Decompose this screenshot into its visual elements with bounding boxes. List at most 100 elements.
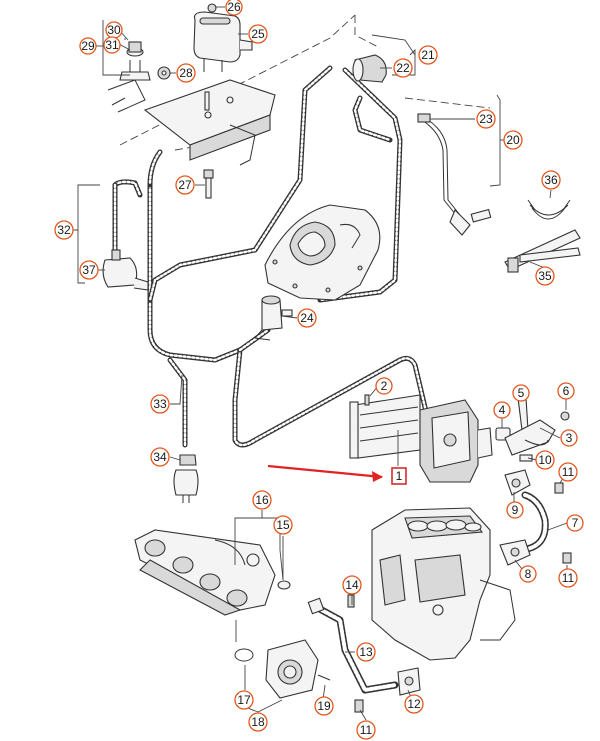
callout-11-b: 11 — [558, 568, 578, 588]
svg-text:11: 11 — [562, 571, 575, 585]
arrow-head-icon — [372, 471, 383, 482]
svg-text:21: 21 — [421, 48, 435, 62]
gaskets — [234, 580, 291, 662]
vacuum-filter — [352, 54, 387, 83]
leader-lines — [72, 6, 568, 721]
svg-text:12: 12 — [407, 697, 421, 711]
callout-32: 32 — [54, 220, 74, 240]
callout-28: 28 — [176, 63, 196, 83]
callout-13: 13 — [356, 642, 376, 662]
egr-pipe — [307, 594, 421, 713]
svg-text:32: 32 — [57, 223, 71, 237]
engine-cover — [264, 204, 381, 301]
svg-text:36: 36 — [544, 173, 558, 187]
svg-text:20: 20 — [506, 133, 520, 147]
svg-text:5: 5 — [518, 386, 525, 400]
svg-text:7: 7 — [572, 516, 579, 530]
svg-text:37: 37 — [82, 263, 96, 277]
nut — [157, 66, 171, 80]
sensor-line — [417, 113, 492, 236]
callout-21: 21 — [418, 45, 438, 65]
svg-text:22: 22 — [396, 61, 410, 75]
mount-stack — [119, 41, 151, 81]
callout-18: 18 — [248, 712, 268, 732]
callout-4: 4 — [493, 401, 511, 419]
callout-26: 26 — [225, 0, 243, 16]
callout-14: 14 — [342, 575, 362, 595]
svg-text:4: 4 — [499, 403, 506, 417]
svg-text:26: 26 — [227, 0, 241, 14]
callout-1: 1 — [396, 469, 403, 483]
svg-text:15: 15 — [276, 518, 290, 532]
svg-text:3: 3 — [566, 431, 573, 445]
fuel-filter — [173, 454, 199, 503]
callout-27: 27 — [175, 175, 195, 195]
svg-text:27: 27 — [178, 178, 192, 192]
svg-text:28: 28 — [179, 66, 193, 80]
svg-text:11: 11 — [360, 723, 373, 737]
svg-text:35: 35 — [538, 269, 552, 283]
callout-23: 23 — [476, 109, 496, 129]
callout-37: 37 — [79, 260, 99, 280]
release-tool — [504, 229, 581, 273]
callout-20: 20 — [503, 130, 523, 150]
svg-text:29: 29 — [81, 39, 95, 53]
callout-9: 9 — [506, 501, 524, 519]
callout-36: 36 — [541, 170, 561, 190]
callout-3: 3 — [560, 429, 578, 447]
callout-8: 8 — [519, 565, 537, 583]
callout-22: 22 — [393, 58, 413, 78]
svg-text:25: 25 — [251, 27, 265, 41]
callout-16: 16 — [252, 490, 272, 510]
callout-10: 10 — [535, 450, 555, 470]
svg-text:6: 6 — [563, 384, 570, 398]
solenoid-bracket — [107, 79, 276, 166]
svg-text:24: 24 — [300, 311, 314, 325]
callout-5: 5 — [512, 384, 530, 402]
svg-text:14: 14 — [345, 578, 359, 592]
pressure-converter-valve — [193, 3, 253, 72]
callout-15: 15 — [273, 515, 293, 535]
callout-11-c: 11 — [356, 720, 376, 740]
svg-text:34: 34 — [153, 450, 167, 464]
callout-30: 30 — [105, 21, 123, 39]
callout-25: 25 — [248, 24, 268, 44]
callout-2: 2 — [375, 377, 393, 395]
callout-29: 29 — [79, 37, 97, 55]
callout-34: 34 — [150, 447, 170, 467]
highlight-part-1: 1 — [267, 464, 407, 485]
callouts: 30 31 29 28 26 25 27 21 22 23 20 36 35 3… — [54, 0, 584, 740]
svg-text:11: 11 — [562, 465, 575, 479]
callout-17: 17 — [234, 690, 254, 710]
svg-text:18: 18 — [251, 715, 265, 729]
vacuum-valve — [254, 295, 293, 341]
svg-text:13: 13 — [359, 645, 373, 659]
callout-24: 24 — [297, 308, 317, 328]
callout-31: 31 — [103, 36, 121, 54]
svg-text:17: 17 — [237, 693, 251, 707]
callout-11-a: 11 — [558, 462, 578, 482]
svg-text:2: 2 — [381, 379, 388, 393]
throttle-body — [265, 639, 331, 699]
callout-19: 19 — [314, 696, 334, 716]
callout-35: 35 — [535, 266, 555, 286]
callout-33: 33 — [150, 394, 170, 414]
svg-text:30: 30 — [107, 23, 121, 37]
svg-text:16: 16 — [255, 493, 269, 507]
svg-text:8: 8 — [525, 567, 532, 581]
intake-manifold — [134, 529, 276, 616]
vacuum-hoses — [112, 65, 431, 448]
vacuum-unit — [102, 249, 149, 291]
svg-text:33: 33 — [153, 397, 167, 411]
svg-text:23: 23 — [479, 112, 493, 126]
callout-6: 6 — [557, 382, 575, 400]
egr-cooler-module — [349, 394, 493, 483]
svg-text:9: 9 — [512, 503, 519, 517]
svg-text:31: 31 — [105, 38, 119, 52]
hose-clip — [527, 199, 571, 220]
callout-7: 7 — [566, 514, 584, 532]
callout-12: 12 — [404, 694, 424, 714]
bolt-27 — [203, 169, 214, 199]
svg-text:19: 19 — [317, 699, 331, 713]
